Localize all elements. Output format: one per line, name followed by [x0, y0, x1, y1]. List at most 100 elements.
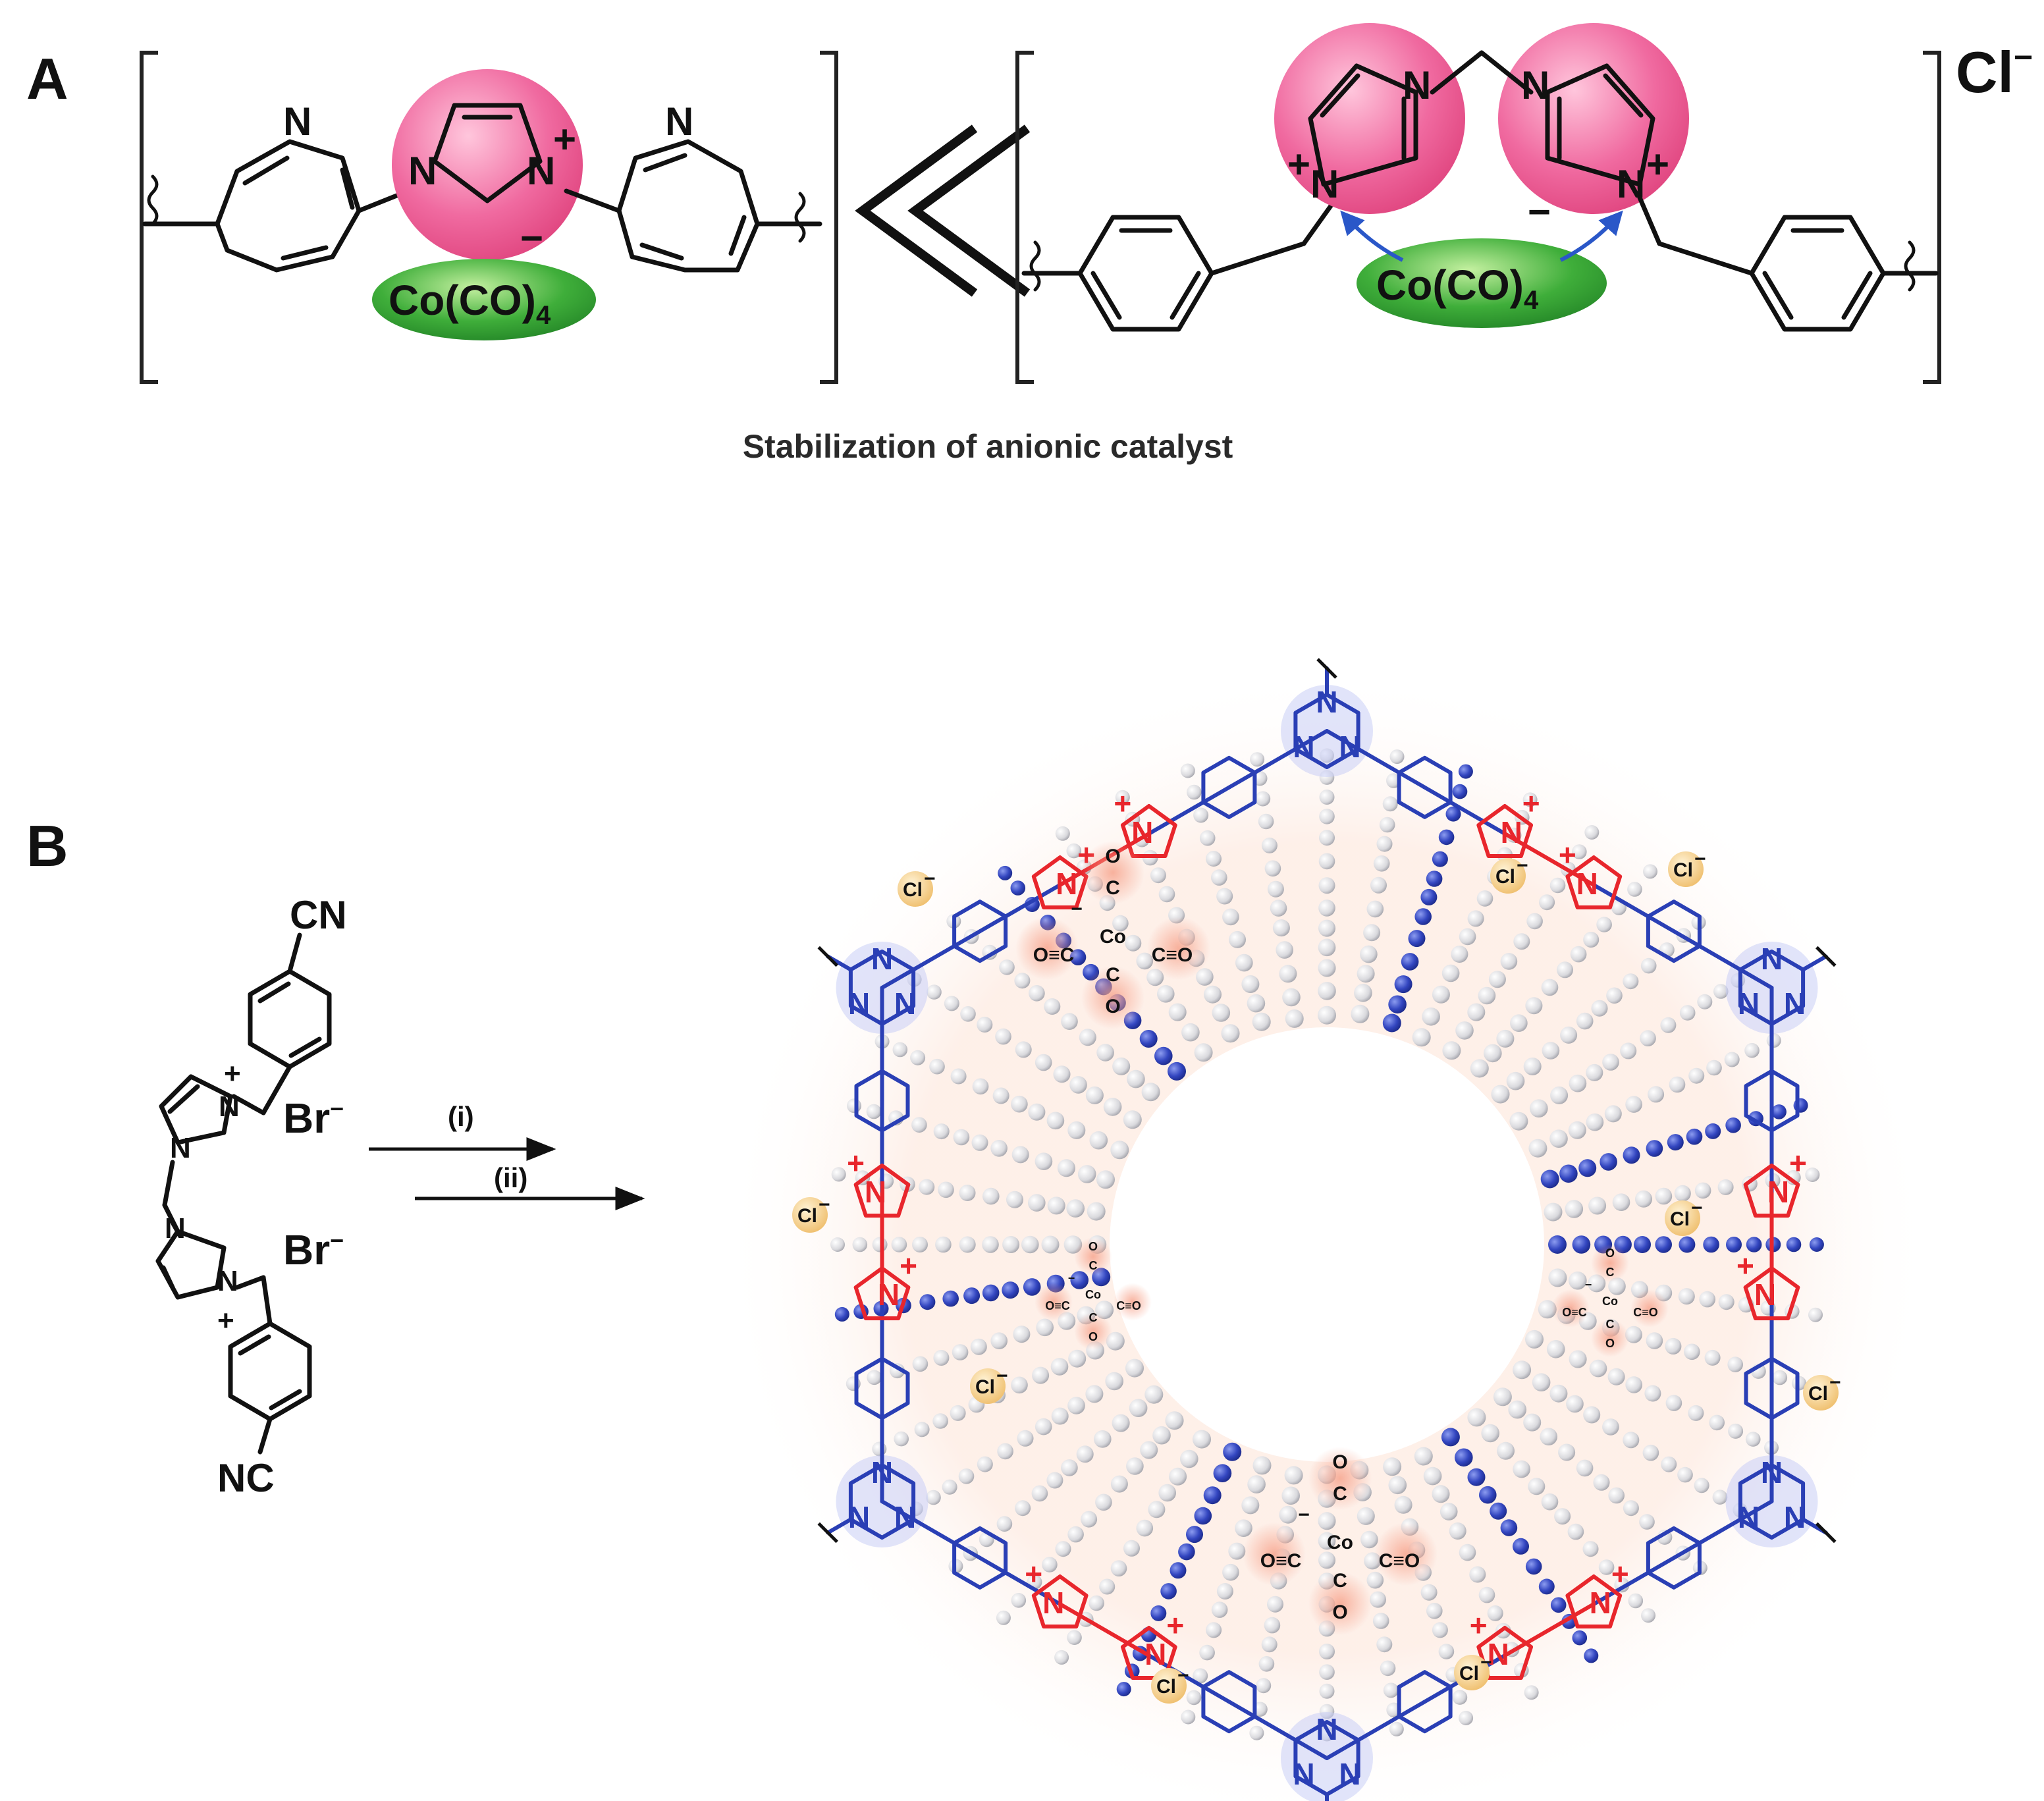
channel-sphere-white — [1319, 1644, 1335, 1659]
wavy-bond-icon — [1815, 1522, 1837, 1544]
channel-sphere-white — [1011, 1146, 1029, 1164]
channel-sphere-white — [1194, 1043, 1213, 1062]
channel-sphere-white — [1053, 1065, 1071, 1083]
channel-sphere-white — [1279, 965, 1297, 983]
imidazolium-ring — [1743, 1266, 1800, 1320]
channel-sphere-blue — [1584, 1648, 1599, 1663]
imidazolium-n: N — [1590, 1586, 1611, 1620]
channel-sphere-white — [1591, 1000, 1608, 1017]
channel-sphere-white — [1264, 1617, 1281, 1634]
channel-sphere-white — [1808, 1307, 1823, 1322]
channel-sphere-white — [1212, 1004, 1231, 1022]
carbonyl-glow — [1081, 966, 1144, 1029]
channel-sphere-white — [1051, 1407, 1069, 1425]
imidazolium-n: N — [1501, 815, 1522, 849]
channel-sphere-white — [1264, 860, 1281, 877]
channel-sphere-white — [891, 1237, 907, 1252]
channel-sphere-blue — [1623, 1146, 1640, 1164]
channel-sphere-white — [1089, 1131, 1108, 1150]
channel-sphere-white — [1318, 853, 1335, 870]
channel-sphere-white — [1150, 867, 1166, 884]
channel-sphere-white — [1513, 933, 1530, 950]
channel-sphere-white — [892, 1042, 908, 1058]
channel-sphere-blue — [1426, 871, 1443, 887]
channel-sphere-white — [1370, 876, 1387, 894]
channel-sphere-white — [1067, 1397, 1085, 1414]
channel-sphere-white — [847, 1098, 861, 1114]
channel-sphere-white — [1635, 1190, 1652, 1208]
channel-sphere-white — [1745, 1432, 1761, 1447]
channel-sphere-white — [1044, 998, 1061, 1015]
carbonyl-glow — [1035, 1283, 1073, 1321]
chloride-bubble — [1803, 1375, 1839, 1411]
channel-sphere-white — [1372, 1613, 1389, 1629]
channel-sphere-white — [1382, 796, 1398, 812]
channel-sphere-white — [932, 1413, 948, 1429]
channel-sphere-white — [1526, 913, 1543, 930]
catalyst-label-right: Co(CO)4 — [1376, 261, 1539, 315]
left-bracket-open — [140, 51, 158, 384]
channel-sphere-white — [1786, 1169, 1801, 1185]
channel-sphere-white — [1216, 1583, 1233, 1599]
channel-sphere-white — [1441, 964, 1460, 982]
channel-sphere-white — [1211, 1601, 1228, 1618]
channel-sphere-white — [1221, 1024, 1240, 1043]
channel-sphere-white — [1127, 1069, 1145, 1089]
monomer-n-4: N — [217, 1265, 238, 1297]
channel-sphere-blue — [1809, 1237, 1824, 1252]
channel-sphere-white — [1459, 1544, 1476, 1561]
channel-sphere-white — [999, 959, 1015, 975]
channel-sphere-blue — [1010, 880, 1026, 896]
channel-sphere-white — [1608, 1277, 1626, 1295]
channel-sphere-white — [1180, 763, 1195, 778]
channel-sphere-white — [1318, 1551, 1335, 1569]
channel-sphere-white — [1570, 946, 1587, 963]
chloride-label: Cl — [1495, 866, 1515, 888]
channel-sphere-white — [1628, 1593, 1644, 1609]
channel-sphere-white — [1508, 1400, 1526, 1419]
channel-sphere-white — [1766, 1033, 1781, 1048]
channel-sphere-white — [1241, 1496, 1260, 1515]
channel-sphere-white — [1079, 1029, 1096, 1046]
channel-sphere-white — [1648, 1086, 1665, 1103]
imidazolium-plus: + — [1025, 1557, 1042, 1591]
channel-sphere-white — [1141, 1083, 1160, 1102]
channel-sphere-white — [1057, 1159, 1075, 1177]
channel-sphere-white — [1452, 1690, 1468, 1705]
imidazolium-n: N — [1131, 815, 1153, 849]
monomer-structure: CN N N + Br− N N + Br− NC — [155, 893, 347, 1500]
channel-sphere-blue — [1168, 1062, 1186, 1081]
channel-sphere-white — [910, 1050, 926, 1065]
channel-sphere-white — [958, 1468, 975, 1484]
chloride-label: Cl — [1673, 859, 1693, 881]
channel-sphere-blue — [1213, 1464, 1232, 1482]
channel-sphere-white — [1165, 1411, 1184, 1430]
channel-sphere-white — [1467, 910, 1484, 927]
channel-sphere-white — [1744, 1042, 1760, 1058]
channel-sphere-white — [1426, 1603, 1443, 1619]
channel-sphere-blue — [998, 865, 1013, 880]
channel-sphere-white — [1376, 836, 1393, 852]
triazine-n: N — [894, 986, 916, 1021]
catalyst-ellipse-left — [372, 259, 596, 340]
channel-sphere-white — [972, 1078, 989, 1095]
channel-sphere-white — [1204, 985, 1222, 1004]
channel-sphere-white — [1011, 1376, 1028, 1394]
channel-sphere-white — [1193, 1430, 1211, 1449]
channel-sphere-white — [1193, 1668, 1208, 1684]
channel-sphere-white — [1123, 1110, 1142, 1129]
chloride-bubble — [1665, 1200, 1700, 1236]
imidazolium-highlight — [392, 69, 583, 260]
cobalt-atom: Co — [1100, 926, 1126, 948]
channel-sphere-white — [1046, 1112, 1065, 1130]
imidazolium-n: N — [1042, 1586, 1064, 1620]
triazine-n: N — [1293, 1757, 1314, 1791]
channel-sphere-white — [1414, 1447, 1433, 1466]
channel-sphere-white — [1694, 1182, 1711, 1199]
carbonyl-c: C — [1333, 1483, 1347, 1505]
imidazolium-n: N — [1144, 1637, 1166, 1671]
carbonyl-glow — [1551, 1289, 1590, 1328]
channel-sphere-white — [1727, 1357, 1743, 1372]
channel-sphere-white — [1541, 979, 1559, 996]
